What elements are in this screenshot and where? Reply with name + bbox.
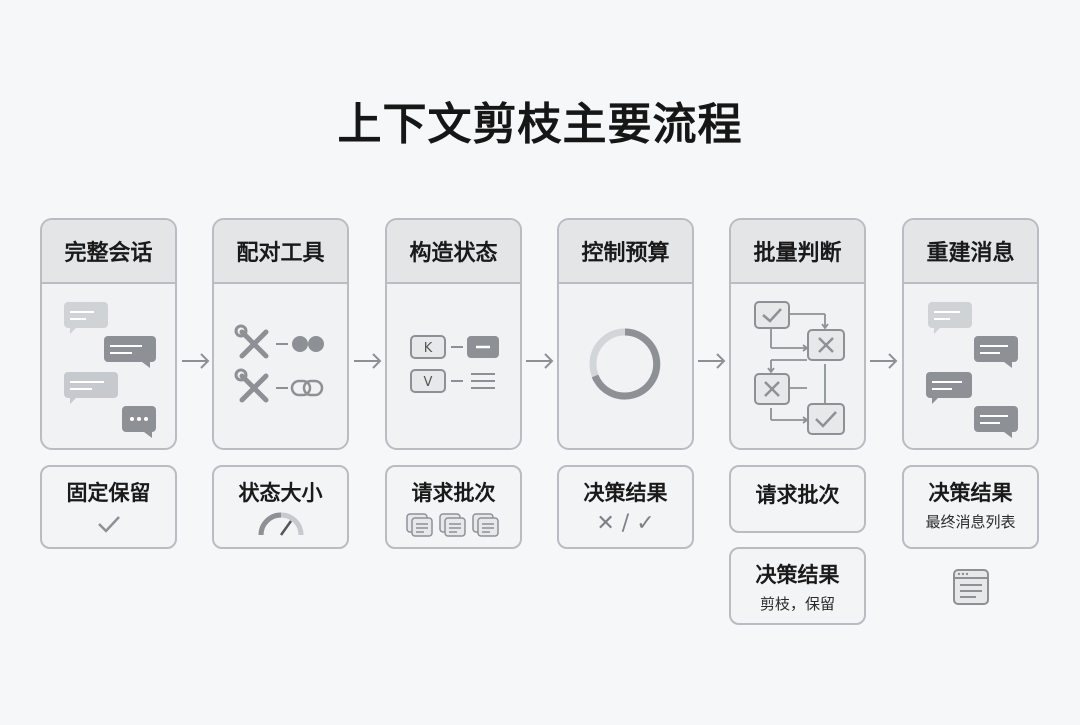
- output-label: 决策结果: [755, 563, 840, 587]
- flow-arrow-icon: [526, 353, 554, 369]
- step-rebuild-messages: 重建消息: [902, 218, 1039, 450]
- output-decision-marks: ✕ / ✓: [596, 511, 655, 536]
- output-label: 固定保留: [66, 481, 151, 505]
- step-title: 完整会话: [42, 220, 175, 284]
- diagram-title: 上下文剪枝主要流程: [337, 99, 743, 150]
- output-label: 状态大小: [238, 481, 323, 505]
- state-value-label: V: [424, 375, 433, 390]
- gauge-icon: [258, 512, 303, 536]
- output-detail: 最终消息列表: [925, 513, 1016, 531]
- output-decision-result-2: 决策结果 剪枝，保留: [729, 547, 866, 625]
- flow-arrow-icon: [354, 353, 382, 369]
- step-batch-judge: 批量判断: [729, 218, 866, 450]
- step-budget-control: 控制预算: [557, 218, 694, 450]
- batch-docs-icon: [405, 513, 499, 537]
- step-title: 配对工具: [214, 220, 347, 284]
- step-pair-tools: 配对工具: [212, 218, 349, 450]
- step-title: 重建消息: [904, 220, 1037, 284]
- output-decision-result: 决策结果 ✕ / ✓: [557, 465, 694, 549]
- decision-flow-icon: [731, 284, 864, 448]
- output-detail: 剪枝，保留: [759, 595, 835, 613]
- rebuilt-messages-icon: [904, 284, 1037, 448]
- output-final-result: 决策结果 最终消息列表: [902, 465, 1039, 549]
- step-full-conversation: 完整会话: [40, 218, 177, 450]
- step-title: 构造状态: [387, 220, 520, 284]
- output-state-size: 状态大小: [212, 465, 349, 549]
- tool-pair-icon: [214, 284, 347, 448]
- output-request-batch: 请求批次: [385, 465, 522, 549]
- key-value-icon: K V: [387, 284, 520, 448]
- flow-arrow-icon: [870, 353, 898, 369]
- step-title: 批量判断: [731, 220, 864, 284]
- budget-ring-icon: [559, 284, 692, 448]
- output-label: 请求批次: [411, 481, 496, 505]
- step-build-state: 构造状态 K V: [385, 218, 522, 450]
- output-request-batch-2: 请求批次: [729, 465, 866, 533]
- chat-bubbles-icon: [42, 284, 175, 448]
- flow-arrow-icon: [698, 353, 726, 369]
- output-label: 决策结果: [583, 481, 668, 505]
- message-list-window-icon: [953, 569, 989, 605]
- step-title: 控制预算: [559, 220, 692, 284]
- flow-arrow-icon: [182, 353, 210, 369]
- check-icon: [97, 516, 120, 533]
- state-key-label: K: [424, 341, 433, 356]
- output-label: 决策结果: [928, 481, 1013, 505]
- output-label: 请求批次: [755, 483, 840, 507]
- output-fixed-keep: 固定保留: [40, 465, 177, 549]
